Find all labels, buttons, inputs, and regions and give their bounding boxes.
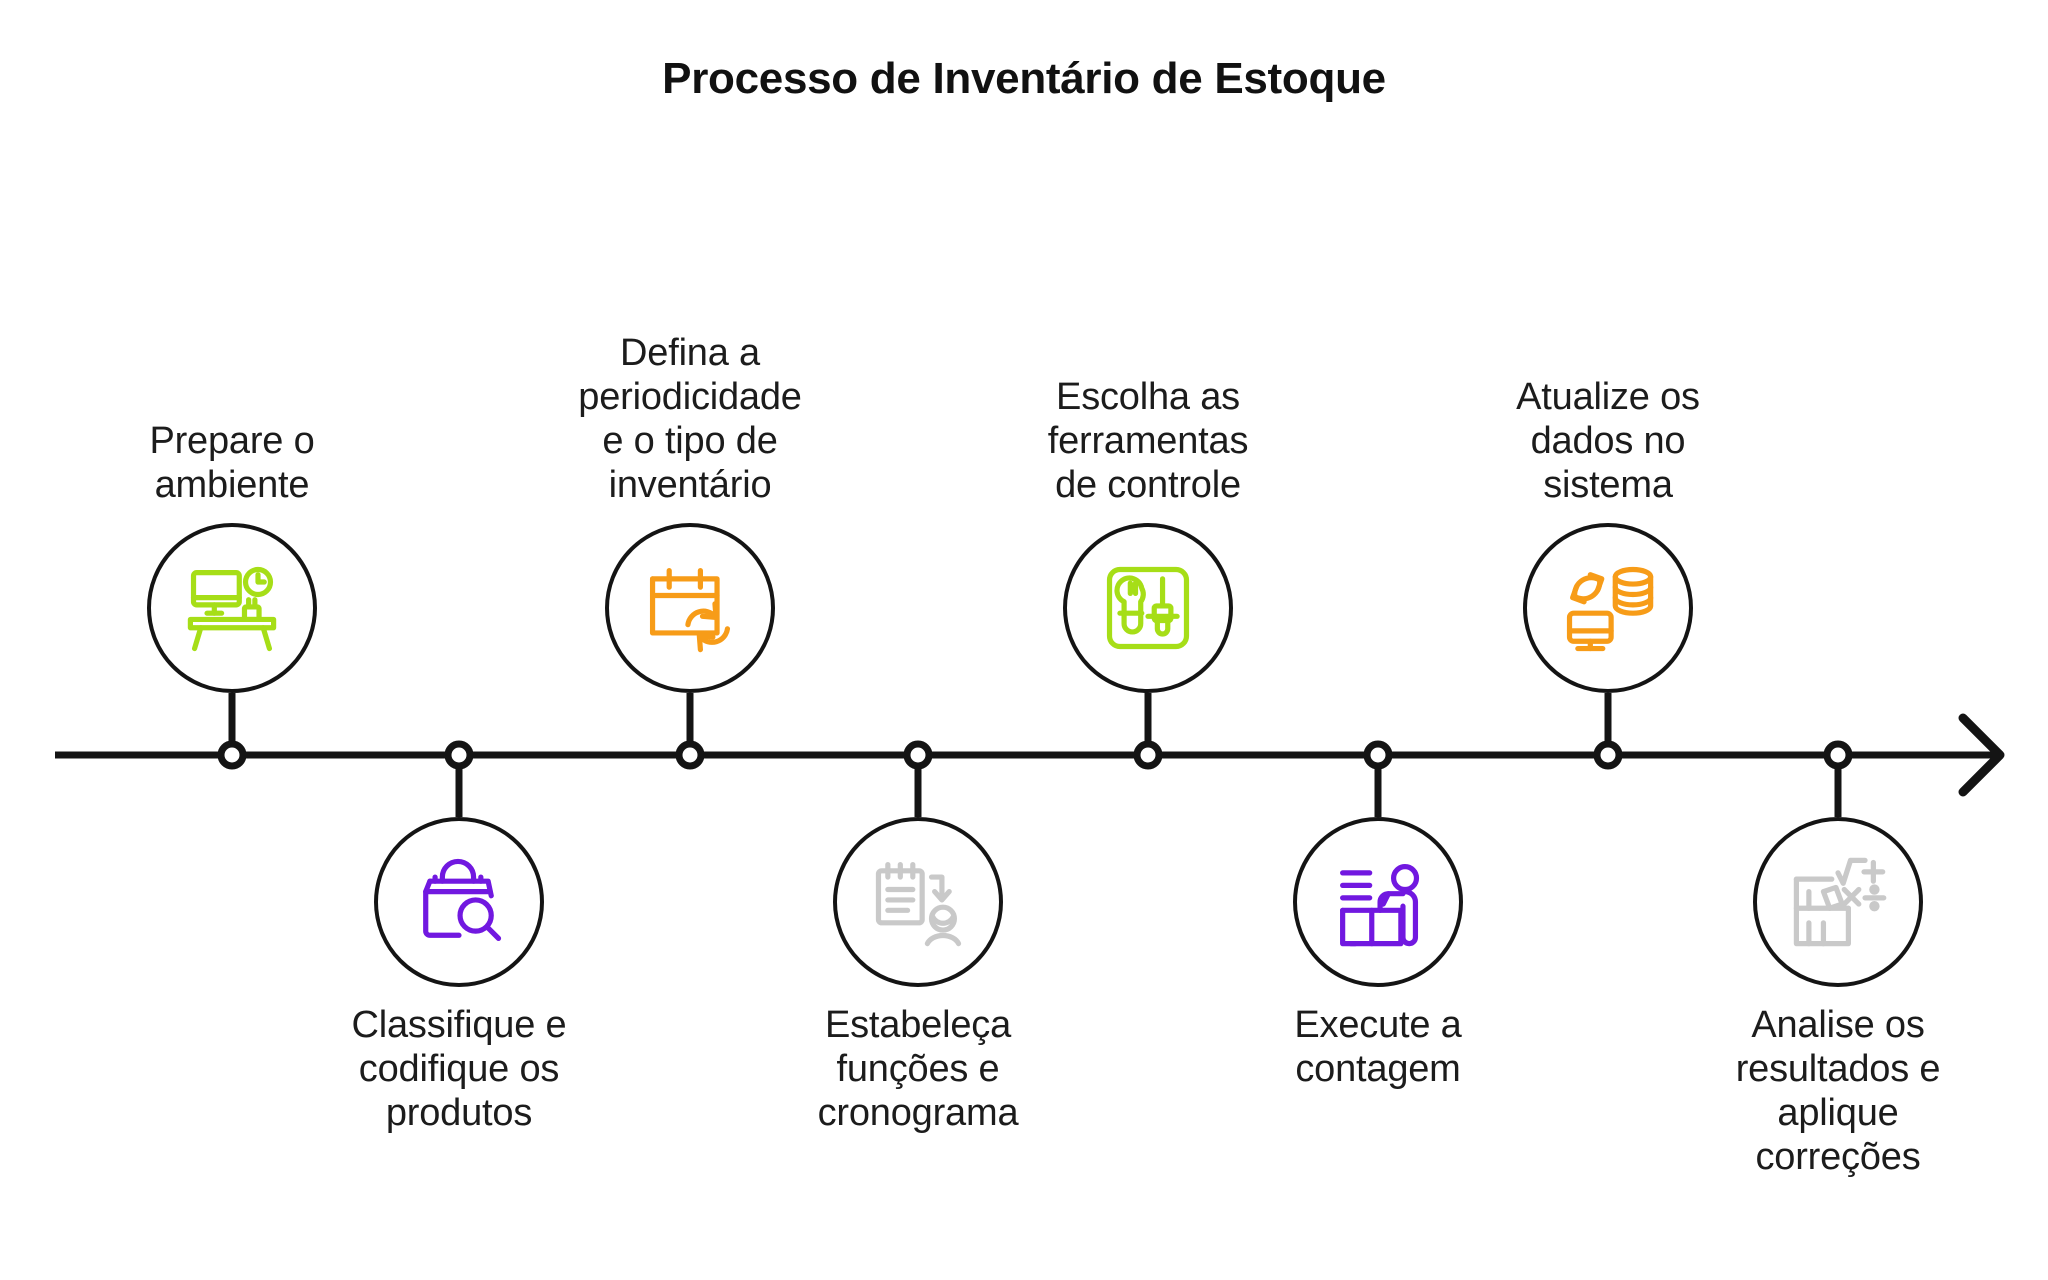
tools-wrench-screwdriver-icon <box>1106 566 1190 650</box>
step-3-icon-circle[interactable] <box>605 523 775 693</box>
axis-marker <box>1133 740 1163 770</box>
axis-marker <box>1363 740 1393 770</box>
step-2-label: Classifique e codifique os produtos <box>351 1004 567 1135</box>
step-3-label: Defina a periodicidade e o tipo de inven… <box>578 331 802 506</box>
timeline-step-4[interactable]: Estabeleça funções e cronograma <box>798 817 1038 1237</box>
step-8-icon-circle[interactable] <box>1753 817 1923 987</box>
timeline-step-6[interactable]: Execute a contagem <box>1258 817 1498 1237</box>
axis-marker <box>903 740 933 770</box>
timeline-step-5[interactable]: Escolha as ferramentas de controle <box>1028 230 1268 693</box>
axis-marker <box>217 740 247 770</box>
person-counting-boxes-icon <box>1340 864 1420 947</box>
timeline-step-7[interactable]: Atualize os dados no sistema <box>1488 230 1728 693</box>
step-1-label: Prepare o ambiente <box>149 419 315 506</box>
desk-monitor-clock-icon <box>187 566 277 652</box>
timeline-step-3[interactable]: Defina a periodicidade e o tipo de inven… <box>570 188 810 693</box>
step-5-icon-circle[interactable] <box>1063 523 1233 693</box>
step-7-icon-circle[interactable] <box>1523 523 1693 693</box>
step-4-icon-circle[interactable] <box>833 817 1003 987</box>
calendar-refresh-icon <box>649 567 731 653</box>
step-2-icon-circle[interactable] <box>374 817 544 987</box>
timeline-step-2[interactable]: Classifique e codifique os produtos <box>339 817 579 1237</box>
axis-marker <box>675 740 705 770</box>
step-6-label: Execute a contagem <box>1294 1004 1462 1091</box>
step-5-label: Escolha as ferramentas de controle <box>1047 375 1249 506</box>
axis-marker <box>1823 740 1853 770</box>
shelf-math-analysis-icon <box>1793 857 1887 947</box>
data-sync-monitor-database-icon <box>1566 566 1654 652</box>
shopping-bag-search-icon <box>423 858 502 941</box>
page-title: Processo de Inventário de Estoque <box>662 54 1386 103</box>
axis-arrow-icon <box>1958 713 2005 797</box>
step-6-icon-circle[interactable] <box>1293 817 1463 987</box>
step-7-label: Atualize os dados no sistema <box>1516 375 1700 506</box>
step-1-icon-circle[interactable] <box>147 523 317 693</box>
notepad-assign-person-icon <box>875 861 962 947</box>
timeline-step-1[interactable]: Prepare o ambiente <box>112 230 352 693</box>
timeline-step-8[interactable]: Analise os resultados e aplique correçõe… <box>1718 817 1958 1277</box>
axis-marker <box>444 740 474 770</box>
step-4-label: Estabeleça funções e cronograma <box>817 1004 1019 1135</box>
axis-marker <box>1593 740 1623 770</box>
step-8-label: Analise os resultados e aplique correçõe… <box>1735 1004 1941 1179</box>
